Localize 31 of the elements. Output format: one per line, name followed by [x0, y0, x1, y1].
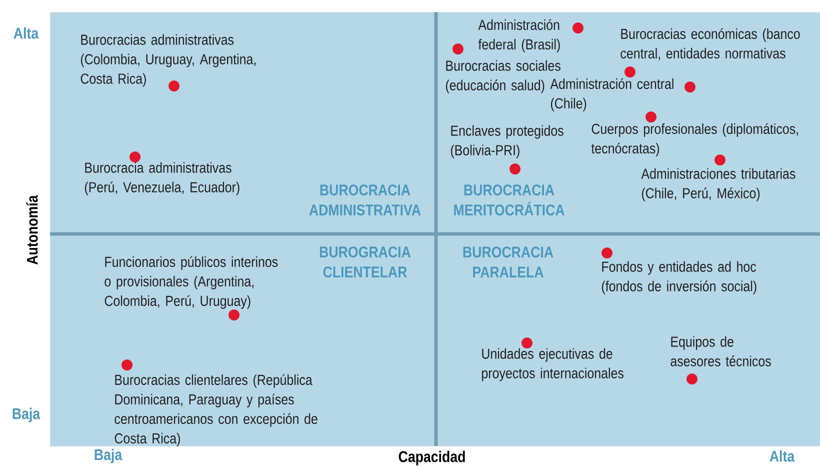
data-point: Administraciones tributarias (Chile, Perú, México): [641, 154, 796, 202]
data-point: Funcionarios públicos interinos o provisionales (Argentina, Colombia, Perú, Uruguay): [104, 256, 278, 320]
node-label: Burocracias económicas (banco central, entidades normativas: [620, 28, 800, 60]
axis-level: Baja: [94, 448, 122, 464]
data-point: Enclaves protegidos (Bolivia-PRI): [450, 125, 564, 174]
data-point: Cuerpos profesionales (diplomáticos, tecnócratas): [591, 112, 798, 156]
node-label: Fondos y entidades ad hoc (fondos de inversión social): [602, 261, 756, 294]
node-label: Burocracias clientelares (República Dominicana, Paraguay y países centroamericanos con excepción de Costa Rica): [114, 374, 318, 446]
data-point: Burocracias clientelares (República Dominicana, Paraguay y países centroamericanos con excepción de Costa Rica): [114, 360, 318, 446]
node-label: Equipos de asesores técnicos: [670, 336, 771, 366]
node-label: Cuerpos profesionales (diplomáticos, tecnócratas): [591, 123, 798, 156]
node-label: Administración central (Chile): [550, 78, 674, 112]
data-point: Unidades ejecutivas de proyectos internacionales: [482, 338, 624, 382]
data-point: Fondos y entidades ad hoc (fondos de inversión social): [602, 248, 756, 294]
node-label: Administración federal (Brasil): [478, 19, 560, 52]
data-point: Administración federal (Brasil): [478, 19, 584, 52]
axis-title: Autonomía: [26, 195, 38, 264]
node-label: Funcionarios públicos interinos o provisionales (Argentina, Colombia, Perú, Uruguay): [104, 256, 278, 309]
axis-title: Capacidad: [398, 450, 465, 466]
node-label: Enclaves protegidos (Bolivia-PRI): [450, 125, 564, 158]
data-point: Administración central (Chile): [550, 78, 696, 112]
data-point: Burocracia administrativas (Perú, Venezuela, Ecuador): [84, 152, 240, 196]
node-label: Unidades ejecutivas de proyectos internacionales: [482, 348, 624, 382]
axis-level: Alta: [14, 27, 39, 39]
node-label: Administraciones tributarias (Chile, Perú, México): [641, 168, 796, 202]
data-point: Burocracias económicas (banco central, entidades normativas: [620, 28, 800, 78]
node-label: Burocracia administrativas (Perú, Venezuela, Ecuador): [84, 162, 240, 196]
data-point: Equipos de asesores técnicos: [670, 336, 771, 384]
axis-level: Alta: [770, 450, 795, 462]
data-point: Burocracias administrativas (Colombia, Uruguay, Argentina, Costa Rica): [80, 34, 256, 92]
axis-level: Baja: [12, 408, 40, 422]
